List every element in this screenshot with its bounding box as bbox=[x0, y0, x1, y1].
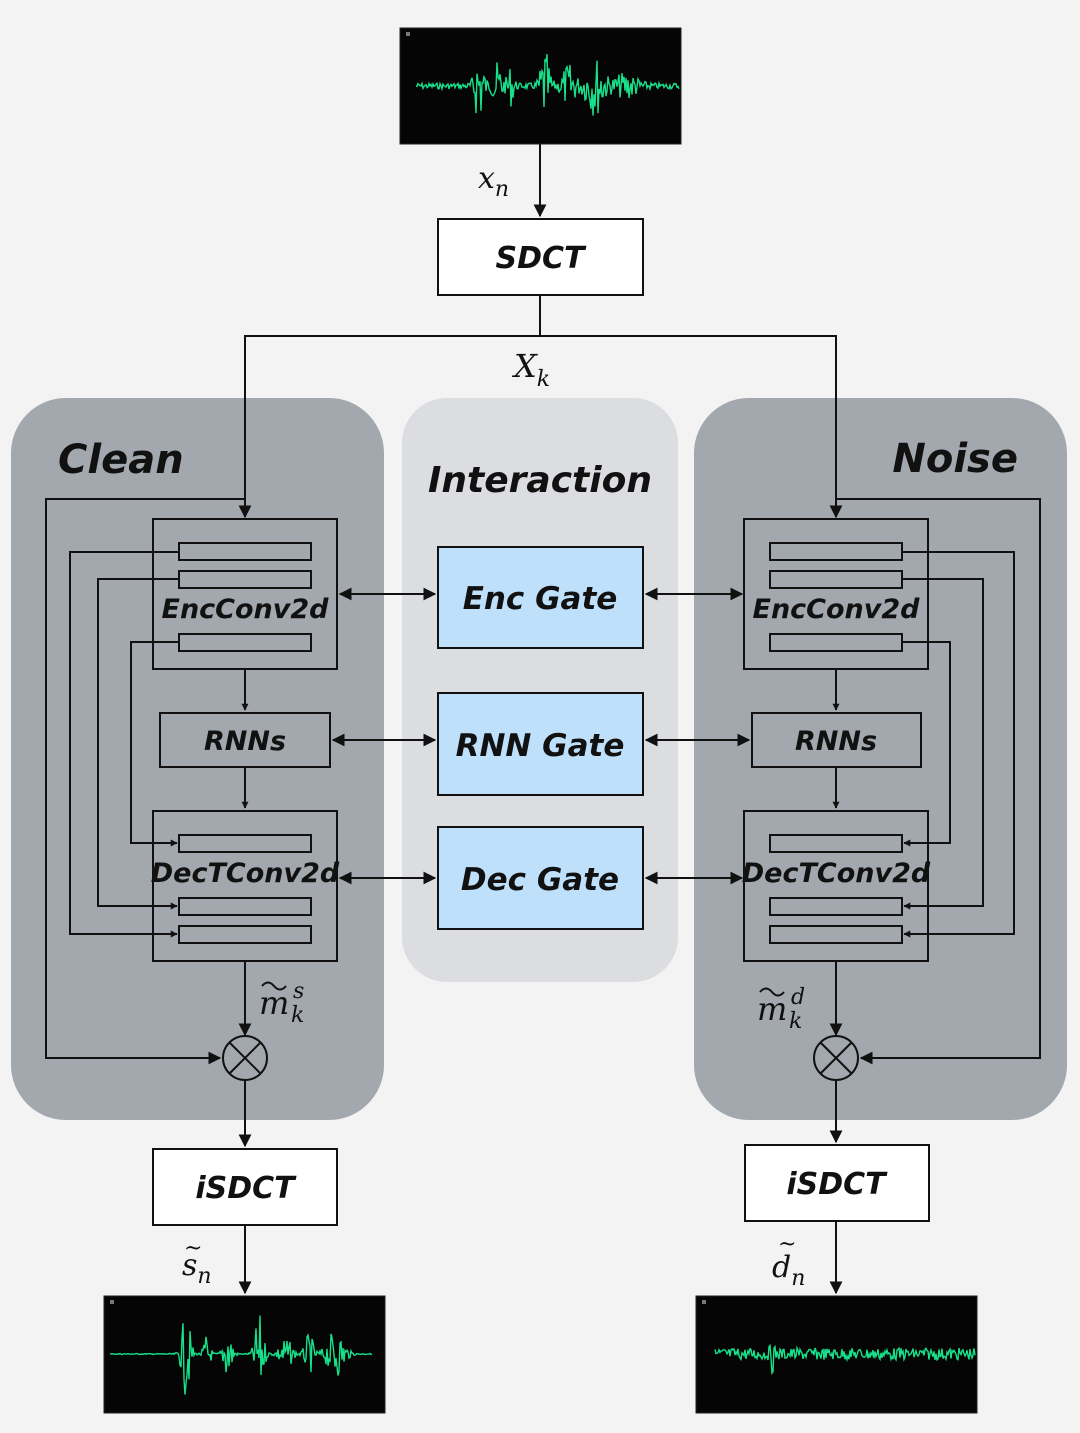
clean-dec-slot-3 bbox=[178, 925, 312, 944]
clean-isdct-label: iSDCT bbox=[195, 1171, 297, 1206]
input-signal-label: xn bbox=[478, 161, 509, 202]
clean-encoder-label: EncConv2d bbox=[162, 594, 330, 625]
noise-enc-slot-2 bbox=[769, 570, 903, 589]
clean-output-waveform-icon bbox=[103, 1295, 386, 1414]
rnn-gate-label: RNN Gate bbox=[456, 728, 625, 764]
noise-decoder-label: DecTConv2d bbox=[742, 858, 931, 889]
clean-dec-slot-1 bbox=[178, 834, 312, 853]
noise-output-label: dn bbox=[772, 1250, 805, 1291]
dec-gate-box bbox=[437, 826, 644, 930]
clean-mask-sup: s bbox=[293, 979, 304, 1004]
noise-title: Noise bbox=[892, 436, 1018, 482]
clean-enc-slot-1 bbox=[178, 542, 312, 561]
noise-mask-label: m bbox=[757, 990, 787, 1028]
clean-rnn-block bbox=[159, 712, 331, 768]
noise-output-tilde: ~ bbox=[778, 1232, 796, 1257]
noise-skip-arrow bbox=[836, 498, 1041, 1065]
noise-dec-slot-2 bbox=[769, 897, 903, 916]
noise-mask-sub: k bbox=[789, 1009, 802, 1034]
noise-rnn-block bbox=[751, 712, 922, 768]
clean-enc-slot-2 bbox=[178, 570, 312, 589]
clean-mask-label: m bbox=[259, 984, 289, 1022]
noise-isdct-box bbox=[744, 1144, 930, 1222]
noise-rnn-label: RNNs bbox=[795, 726, 877, 757]
clean-mask-tilde bbox=[261, 981, 287, 991]
noise-enc-slot-1 bbox=[769, 542, 903, 561]
clean-skip-connection-3 bbox=[130, 641, 179, 847]
spectrum-label: Xk bbox=[511, 347, 550, 392]
clean-skip-arrow bbox=[45, 498, 245, 1065]
noise-skip-connection-2 bbox=[902, 578, 984, 910]
noise-skip-connection-1 bbox=[902, 551, 1015, 938]
input-waveform-icon bbox=[399, 27, 682, 145]
clean-mask-sub: k bbox=[291, 1003, 304, 1028]
noise-isdct-label: iSDCT bbox=[786, 1167, 888, 1202]
dec-gate-label: Dec Gate bbox=[461, 862, 619, 898]
interaction-title: Interaction bbox=[428, 460, 652, 501]
noise-mask-tilde bbox=[759, 987, 785, 997]
clean-rnn-label: RNNs bbox=[204, 726, 286, 757]
enc-gate-label: Enc Gate bbox=[463, 581, 618, 617]
clean-skip-connection-2 bbox=[97, 578, 179, 910]
sdct-box bbox=[437, 218, 644, 296]
clean-dec-slot-2 bbox=[178, 897, 312, 916]
split-to-noise-arrow bbox=[540, 335, 843, 519]
clean-enc-slot-3 bbox=[178, 633, 312, 652]
sdct-label: SDCT bbox=[496, 241, 588, 276]
noise-encoder-label: EncConv2d bbox=[753, 594, 921, 625]
noise-mask-sup: d bbox=[791, 985, 805, 1010]
clean-title: Clean bbox=[58, 437, 184, 483]
noise-skip-connection-3 bbox=[902, 641, 951, 847]
enc-gate-box bbox=[437, 546, 644, 649]
split-to-clean-arrow bbox=[238, 295, 541, 519]
clean-decoder-label: DecTConv2d bbox=[151, 858, 340, 889]
noise-dec-slot-1 bbox=[769, 834, 903, 853]
noise-enc-slot-3 bbox=[769, 633, 903, 652]
rnn-gate-box bbox=[437, 692, 644, 796]
clean-skip-connection-1 bbox=[69, 551, 179, 938]
clean-isdct-box bbox=[152, 1148, 338, 1226]
noise-dec-slot-3 bbox=[769, 925, 903, 944]
noise-output-waveform-icon bbox=[695, 1295, 978, 1414]
clean-output-tilde: ~ bbox=[184, 1236, 202, 1261]
clean-output-label: sn bbox=[182, 1248, 212, 1289]
